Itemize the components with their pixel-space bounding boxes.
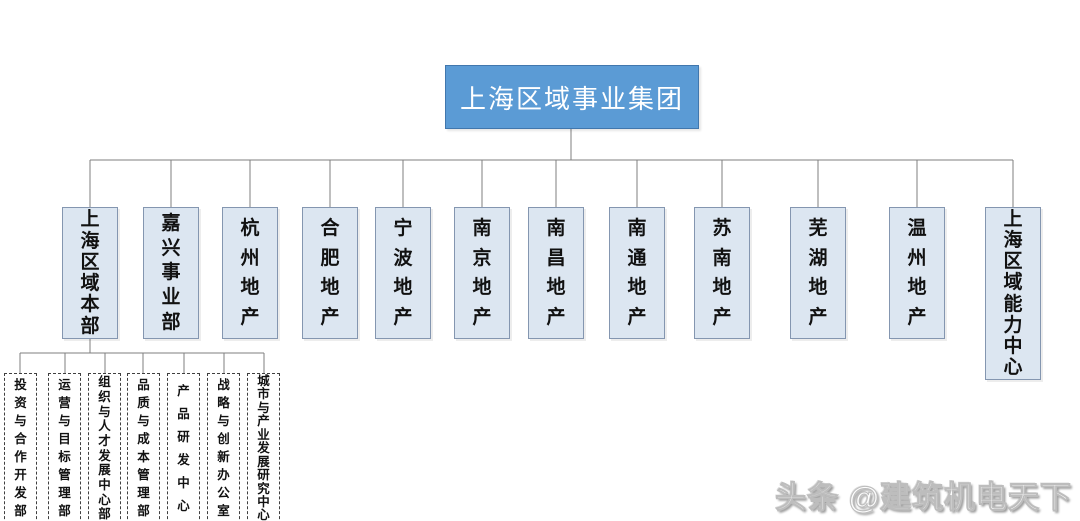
org-node-wuhu-realestate: 芜湖地产 <box>790 207 846 339</box>
org-node-label: 杭州地产 <box>240 217 260 329</box>
org-node-label: 运营与目标管理部 <box>58 378 71 518</box>
level3-branch-connectors <box>19 339 265 374</box>
org-node-quality-cost-dept: 品质与成本管理部 <box>127 373 160 521</box>
org-node-label: 南通地产 <box>627 217 647 329</box>
org-node-label: 城市与产业发展研究中心 <box>257 373 270 521</box>
org-node-ningbo-realestate: 宁波地产 <box>375 207 431 339</box>
org-node-label: 产品研发中心 <box>177 383 190 513</box>
org-node-nantong-realestate: 南通地产 <box>609 207 665 339</box>
org-node-product-rd-center: 产品研发中心 <box>167 373 200 521</box>
org-node-label: 温州地产 <box>907 217 927 329</box>
org-node-hangzhou-realestate: 杭州地产 <box>222 207 278 339</box>
org-node-root-label: 上海区域事业集团 <box>459 83 684 114</box>
org-node-root: 上海区域事业集团 <box>445 65 699 129</box>
org-node-label: 芜湖地产 <box>808 217 828 329</box>
org-node-label: 战略与创新办公室 <box>217 378 230 518</box>
org-node-operations-target-dept: 运营与目标管理部 <box>48 373 81 521</box>
org-node-label: 苏南地产 <box>712 217 732 329</box>
org-node-jiaxing-business: 嘉兴事业部 <box>143 207 199 339</box>
org-node-label: 嘉兴事业部 <box>161 212 181 334</box>
org-node-label: 宁波地产 <box>393 217 413 329</box>
org-node-investment-cooperation-dept: 投资与合作开发部 <box>4 373 37 521</box>
root-trunk-connector <box>90 127 1013 161</box>
org-node-label: 南京地产 <box>472 217 492 329</box>
org-node-nanchang-realestate: 南昌地产 <box>528 207 584 339</box>
level2-drop-connectors <box>89 160 1014 208</box>
org-node-org-talent-center: 组织与人才发展中心部 <box>88 373 121 521</box>
org-node-label: 合肥地产 <box>320 217 340 329</box>
org-node-wenzhou-realestate: 温州地产 <box>889 207 945 339</box>
org-node-label: 组织与人才发展中心部 <box>98 375 111 521</box>
org-node-urban-industry-research: 城市与产业发展研究中心 <box>247 373 280 521</box>
org-node-shanghai-capability-center: 上海区域能力中心 <box>985 207 1041 380</box>
org-node-label: 上海区域能力中心 <box>1003 209 1023 378</box>
org-node-shanghai-regional-hq: 上海区域本部 <box>62 207 118 339</box>
org-node-nanjing-realestate: 南京地产 <box>454 207 510 339</box>
watermark: 头条 @建筑机电天下 <box>775 480 1072 516</box>
org-node-sunan-realestate: 苏南地产 <box>694 207 750 339</box>
org-node-label: 投资与合作开发部 <box>14 378 27 518</box>
org-node-strategy-innovation-office: 战略与创新办公室 <box>207 373 240 521</box>
org-node-hefei-realestate: 合肥地产 <box>302 207 358 339</box>
org-node-label: 南昌地产 <box>546 217 566 329</box>
org-node-label: 品质与成本管理部 <box>137 378 150 518</box>
org-node-label: 上海区域本部 <box>80 209 100 337</box>
